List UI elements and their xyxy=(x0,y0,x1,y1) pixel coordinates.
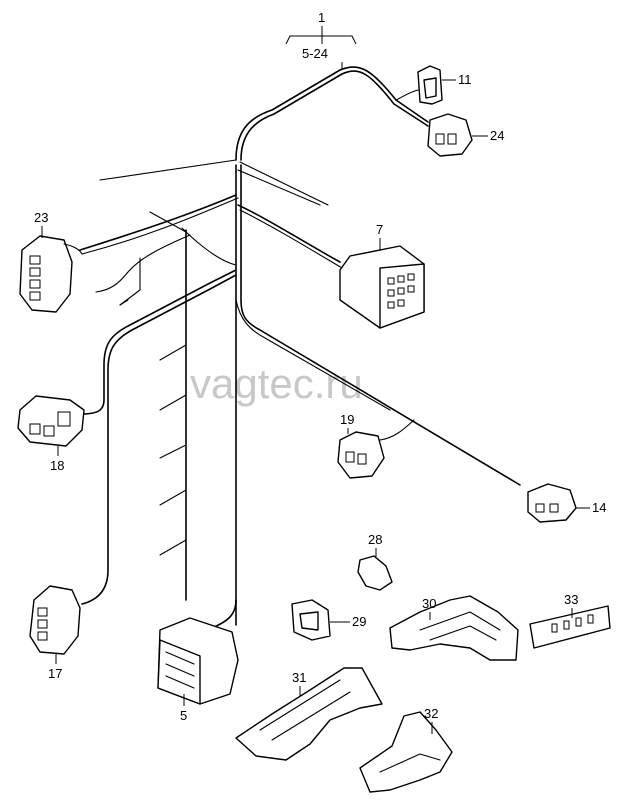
callout-28: 28 xyxy=(368,532,382,547)
callout-17: 17 xyxy=(48,666,62,681)
part-11-clip xyxy=(417,65,443,105)
part-30-bracket xyxy=(389,595,519,661)
callout-1-range: 5-24 xyxy=(302,46,328,61)
part-23-connector xyxy=(19,235,83,313)
harness-wiring xyxy=(79,66,521,629)
callout-29: 29 xyxy=(352,614,366,629)
callout-19: 19 xyxy=(340,412,354,427)
callout-30: 30 xyxy=(422,596,436,611)
callout-24: 24 xyxy=(490,128,504,143)
callout-32: 32 xyxy=(424,706,438,721)
part-7-connector xyxy=(339,245,425,329)
part-17-connector xyxy=(29,585,81,655)
callout-11: 11 xyxy=(458,72,472,87)
part-24-connector xyxy=(427,113,473,157)
watermark: vagtec.ru xyxy=(190,360,363,407)
callout-7: 7 xyxy=(376,222,383,237)
callout-18: 18 xyxy=(50,458,64,473)
callout-33: 33 xyxy=(564,592,578,607)
callout-1: 1 xyxy=(318,10,325,25)
callout-14: 14 xyxy=(592,500,606,515)
part-18-connector xyxy=(17,395,85,447)
callout-5: 5 xyxy=(180,708,187,723)
callouts: 1 5-24 11 24 23 7 18 19 14 17 5 28 29 30… xyxy=(34,10,606,734)
part-19-connector xyxy=(337,431,385,479)
part-28-clip xyxy=(357,555,393,591)
part-32-bracket xyxy=(359,711,453,793)
part-5-relay xyxy=(157,617,239,705)
part-33-strip xyxy=(529,605,611,649)
callout-23: 23 xyxy=(34,210,48,225)
part-31-bracket xyxy=(235,667,383,761)
part-29-bracket xyxy=(291,599,331,641)
part-14-connector xyxy=(527,483,577,523)
callout-31: 31 xyxy=(292,670,306,685)
